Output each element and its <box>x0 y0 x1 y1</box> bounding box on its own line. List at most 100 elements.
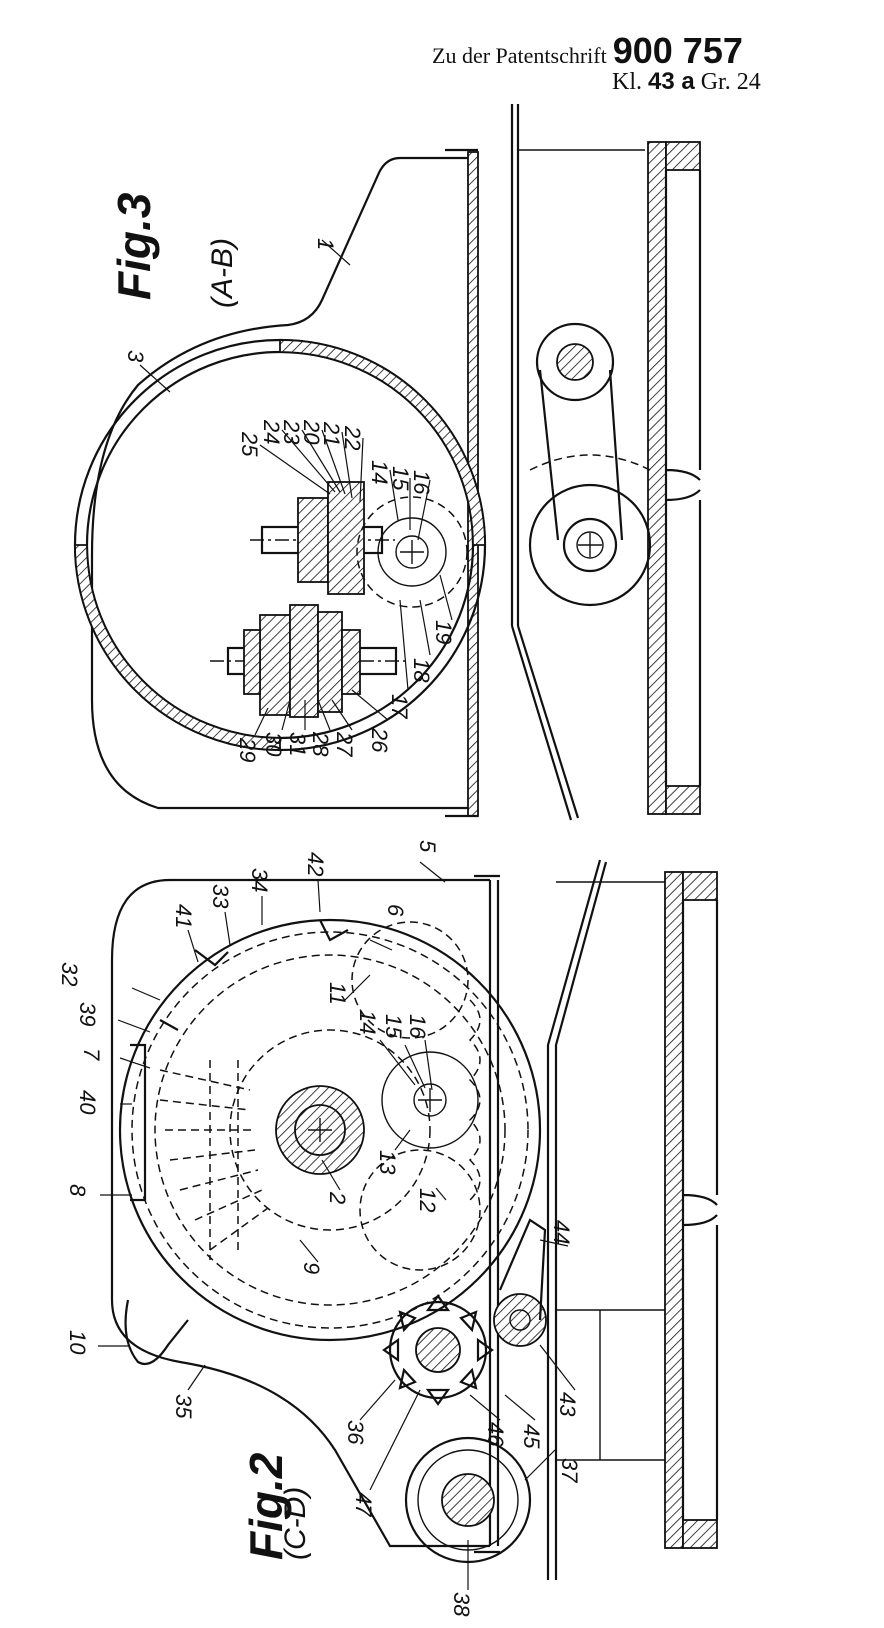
fig3-pin-hub <box>297 497 329 583</box>
fig3-gear-hub <box>395 535 429 569</box>
label-9: 9 <box>299 1262 324 1274</box>
fig3-hub <box>289 604 319 718</box>
label-35: 35 <box>171 1394 196 1419</box>
fig3-roller-top-axle <box>556 343 594 381</box>
fig3-leaders <box>139 239 453 736</box>
fig2-roller-37-axle <box>441 1473 495 1527</box>
label-3: 3 <box>123 350 148 363</box>
label-16: 16 <box>409 470 434 495</box>
fig2-arm-44 <box>498 1218 547 1321</box>
fig2-rail <box>546 859 608 1580</box>
fig3-drum-wall <box>279 339 486 546</box>
fig3-center-mark <box>578 533 602 557</box>
fig2-roller-43-axle <box>509 1309 531 1331</box>
fig2-center-mark <box>308 1118 332 1142</box>
label-45: 45 <box>519 1424 544 1449</box>
fig2-support <box>556 1309 665 1461</box>
label-32: 32 <box>57 962 82 986</box>
fig2-gear-13-hub <box>413 1083 447 1117</box>
label-8: 8 <box>65 1184 90 1197</box>
fig3-lever <box>538 369 624 541</box>
kl-prefix: Kl. <box>612 69 642 95</box>
label-31: 31 <box>285 732 310 756</box>
fig3-base-foot <box>665 141 701 171</box>
label-10: 10 <box>65 1330 90 1355</box>
fig3-center-mark <box>400 540 424 564</box>
label-11: 11 <box>325 982 350 1005</box>
label-47: 47 <box>351 1492 376 1517</box>
label-23: 23 <box>279 419 304 445</box>
fig2-housing <box>110 878 490 1548</box>
label-39: 39 <box>75 1002 100 1026</box>
label-33: 33 <box>208 884 233 909</box>
fig3-housing <box>90 156 470 810</box>
fig2-pin-guides <box>209 1060 239 1260</box>
label-38: 38 <box>449 1592 474 1617</box>
fig3-labels: 1 3 25 24 23 20 21 22 14 15 16 19 18 17 … <box>123 238 456 762</box>
patent-classification: Kl. 43 a Gr. 24 <box>612 68 761 96</box>
fig2-base-foot <box>682 1519 718 1549</box>
fig2-sprocket <box>382 1294 494 1406</box>
label-26: 26 <box>367 727 392 753</box>
label-24: 24 <box>259 419 284 444</box>
label-30: 30 <box>261 732 286 757</box>
fig2-base <box>664 871 684 1549</box>
fig3-plate-flange <box>445 148 478 818</box>
label-16: 16 <box>405 1014 430 1039</box>
fig2-drum-dashed <box>131 931 529 1329</box>
group-number: Gr. 24 <box>700 69 761 95</box>
label-7: 7 <box>79 1048 104 1061</box>
label-19: 19 <box>431 620 456 644</box>
fig3-base-web <box>664 170 702 786</box>
label-44: 44 <box>549 1220 574 1244</box>
fig2-base-web <box>681 900 719 1520</box>
fig3-drum-wall <box>74 544 281 751</box>
fig3-drawing: 1 3 25 24 23 20 21 22 14 15 16 19 18 17 … <box>73 104 702 821</box>
label-42: 42 <box>303 852 328 876</box>
label-13: 13 <box>375 1150 400 1175</box>
patent-number: 900 757 <box>612 30 743 71</box>
fig2-pins <box>159 1069 269 1251</box>
label-28: 28 <box>308 731 333 757</box>
label-37: 37 <box>557 1458 582 1483</box>
fig2-leaders <box>98 861 576 1590</box>
label-15: 15 <box>388 466 413 491</box>
fig3-roller-bottom <box>528 483 652 607</box>
fig2-gear-13 <box>381 1051 479 1149</box>
fig3-hub <box>317 611 343 713</box>
fig2-gear-11 <box>351 921 469 1039</box>
kl-class: 43 a <box>648 68 695 95</box>
fig2-section: (C-D) <box>279 1487 312 1560</box>
label-1: 1 <box>313 238 338 250</box>
label-2: 2 <box>325 1191 350 1204</box>
label-18: 18 <box>409 658 434 683</box>
fig2-rack-dashed <box>468 999 481 1201</box>
label-14: 14 <box>367 460 392 484</box>
label-41: 41 <box>171 904 196 928</box>
fig3-roller-top <box>535 322 615 402</box>
fig3-roller-bottom-hub <box>562 517 618 573</box>
fig2-base-foot <box>682 871 718 901</box>
fig3-section: (A-B) <box>206 238 239 308</box>
label-25: 25 <box>237 431 262 457</box>
label-46: 46 <box>483 1422 508 1447</box>
fig3-hub <box>259 614 291 716</box>
label-12: 12 <box>415 1188 440 1212</box>
label-36: 36 <box>343 1420 368 1445</box>
fig2-ring-dashed <box>154 954 506 1306</box>
label-20: 20 <box>299 419 324 445</box>
label-43: 43 <box>555 1392 580 1417</box>
fig2-lever-10 <box>124 1299 189 1366</box>
label-22: 22 <box>340 425 365 450</box>
fig2-rim-notches <box>159 919 349 1031</box>
fig3-lever-dashed <box>529 454 651 471</box>
label-6: 6 <box>383 904 408 917</box>
label-40: 40 <box>75 1090 100 1115</box>
fig2-plate-flange <box>474 874 500 1554</box>
fig2-latch-40 <box>130 1043 147 1202</box>
fig3-roller-bottom-axle <box>576 531 604 559</box>
label-5: 5 <box>415 840 440 853</box>
fig3-collar <box>341 629 361 695</box>
label-21: 21 <box>319 421 344 446</box>
